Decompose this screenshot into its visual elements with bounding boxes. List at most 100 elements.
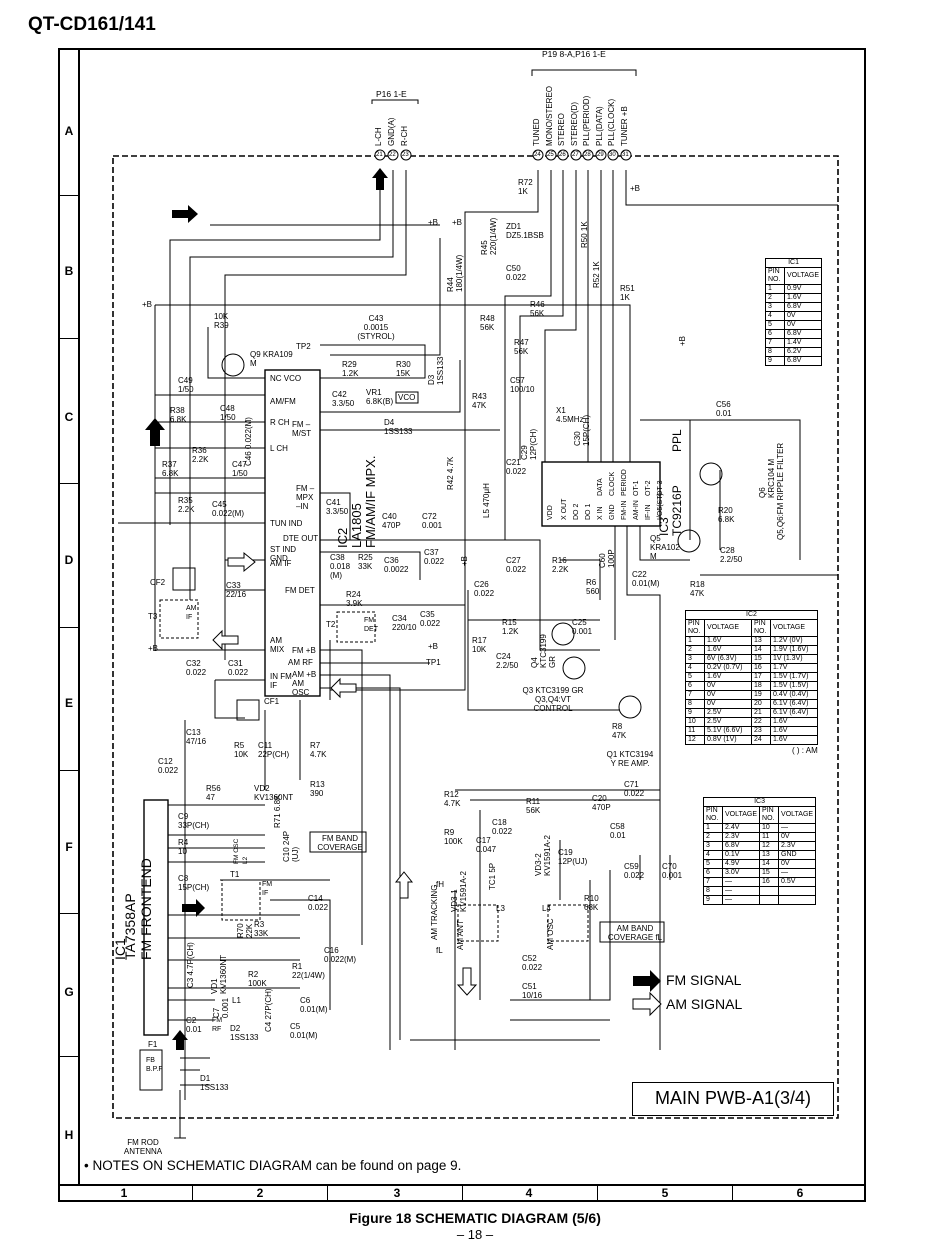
fm-signal-arrow [372, 168, 388, 190]
table-cell: 8 [765, 347, 785, 357]
table-cell: 2.5V [704, 717, 752, 727]
label-c7: C7 0.001 [212, 997, 230, 1018]
table-cell: — [721, 895, 761, 905]
label-c58: C58 0.01 [610, 822, 626, 840]
ic3-pin-label: X OUT [561, 498, 568, 520]
supply-label: +B [148, 644, 159, 653]
label-c43: C43 0.0015 (STYROL) [357, 314, 395, 341]
label-r3: R3 33K [254, 920, 269, 938]
row-label-c: C [64, 410, 74, 424]
table-cell: 1V (1.3V) [770, 654, 818, 664]
row-divider [58, 195, 80, 196]
ic2-pin-label: R CH [270, 418, 290, 427]
label-c60: C60 100P [598, 549, 616, 568]
label-r48: R48 56K [480, 314, 495, 332]
ic1-function: FM FRONTEND [138, 858, 154, 960]
ic2-pin-label: ST IND GND [270, 545, 297, 563]
table-cell: 14 [759, 859, 780, 869]
label-c51: C51 10/16 [522, 982, 543, 1000]
label-c19: C19 12P(UJ) [558, 848, 588, 866]
label-r45: R45 220(1/4W) [480, 217, 498, 255]
column-divider [732, 1184, 733, 1202]
connector-bracket-left [371, 99, 419, 104]
column-divider [597, 1184, 598, 1202]
table-cell [759, 886, 780, 896]
fm-band-box [309, 831, 367, 853]
table-cell: 6.1V (6.4V) [770, 708, 818, 718]
table-cell: 5 [703, 859, 723, 869]
legend-am-arrow [632, 991, 662, 1017]
table-cell: 22 [751, 717, 771, 727]
pin-number: 28 [584, 152, 591, 158]
table-cell: 6 [685, 681, 705, 691]
label-r11: R11 56K [526, 797, 541, 815]
table-cell: 1.2V (0V) [770, 636, 818, 646]
label-r70: R70 22K [236, 923, 254, 938]
label-c21: C21 0.022 [506, 458, 527, 476]
table-title: IC1 [764, 258, 823, 268]
table-cell: 0V [704, 681, 752, 691]
ic2-pin-label: FM DET [285, 586, 315, 595]
table-cell: 0V [778, 832, 817, 842]
table-cell: 9 [703, 895, 723, 905]
ic3-function: PPL [670, 429, 684, 452]
row-index-bar [58, 48, 80, 1184]
table-header: PIN NO. [759, 806, 780, 824]
table-cell: 1.6V [704, 645, 752, 655]
table-cell: 1 [765, 284, 785, 294]
table-cell: 1.6V [770, 726, 818, 736]
label-c52: C52 0.022 [522, 954, 543, 972]
table-cell: 2 [765, 293, 785, 303]
ic2-pin-label: AM MIX [270, 636, 285, 654]
connector-pin-stereo: STEREO [557, 113, 566, 146]
table-cell: 6V (6.3V) [704, 654, 752, 664]
label-r36: R36 2.2K [192, 446, 209, 464]
label-c70: C70 0.001 [662, 862, 683, 880]
table-cell: 3 [765, 302, 785, 312]
label-c18: C18 0.022 [492, 818, 513, 836]
table-cell: 1.6V [704, 672, 752, 682]
table-cell: 16 [751, 663, 771, 673]
cf2-symbol [172, 567, 196, 591]
row-divider [58, 627, 80, 628]
connector-pin-r-ch: R-CH [400, 126, 409, 146]
table-cell: 2 [703, 832, 723, 842]
row-label-e: E [64, 696, 73, 710]
supply-label: +B [452, 218, 463, 227]
ic3-pin-label: GND [609, 504, 616, 520]
table-cell: 12 [759, 841, 780, 851]
label-fm-det: FM DET [364, 617, 378, 633]
am-signal-arrow [456, 967, 478, 996]
ic3-pin-label: DATA [597, 478, 604, 496]
table-cell: 1.9V (1.6V) [770, 645, 818, 655]
am-signal-arrow [227, 551, 256, 573]
label-am-ant: AM ANT [456, 920, 465, 950]
label-zd1: ZD1 DZ5.1BSB [506, 222, 544, 240]
label-r72: R72 1K [518, 178, 533, 196]
supply-label: +B [460, 555, 469, 566]
label-vd2: VD2 KV1360NT [254, 784, 294, 802]
table-cell: 3 [685, 654, 705, 664]
table-cell: 3 [703, 841, 723, 851]
table-cell: 1.7V [770, 663, 818, 673]
connector-pin-gnd: GND(A) [387, 117, 396, 146]
table-cell: 5.1V (6.6V) [704, 726, 752, 736]
table-cell: 0V [783, 320, 823, 330]
label-c8: C8 15P(CH) [178, 874, 210, 892]
table-cell: 8 [703, 886, 723, 896]
label-r13: R13 390 [310, 780, 325, 798]
label-r39: 10K R39 [214, 312, 229, 330]
table-cell: 13 [751, 636, 771, 646]
connector-pin-pll-data: PLL(DATA) [595, 106, 604, 146]
ic1-part: TA7358AP [122, 893, 138, 960]
ic3-pin-label: I/O5(ST) [657, 493, 664, 520]
label-r47: R47 56K [514, 338, 529, 356]
